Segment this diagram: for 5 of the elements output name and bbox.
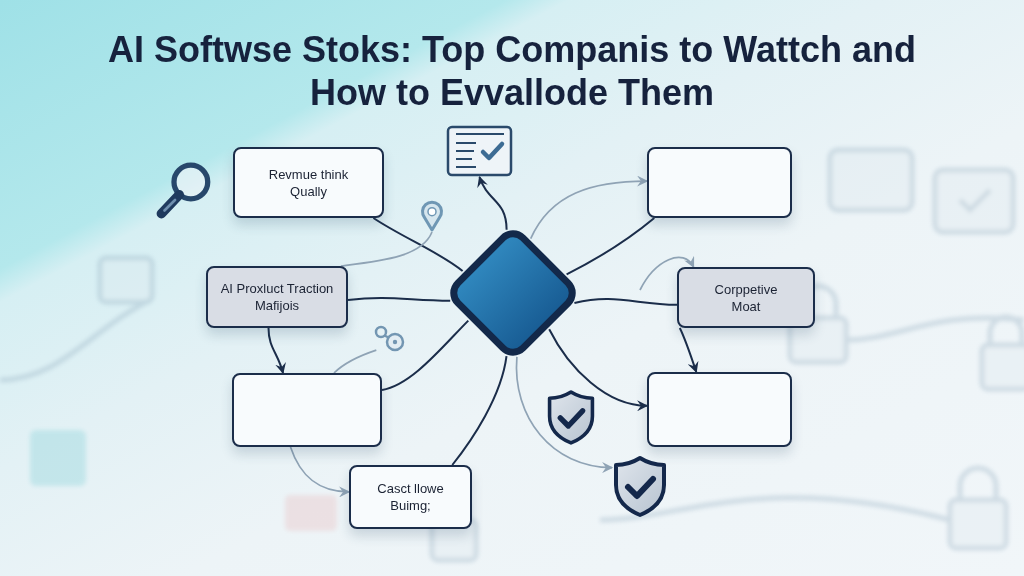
box-label: Corppetive Moat bbox=[713, 280, 779, 315]
title: AI Softwse Stoks: Top Companis to Wattch and How to Evvallode Them bbox=[107, 28, 917, 114]
box-label: Revmue think Qually bbox=[267, 165, 350, 200]
box-label: AI Proxluct Traction Mafijois bbox=[219, 280, 335, 314]
box-label: Casct llowe Buimg; bbox=[376, 480, 445, 514]
